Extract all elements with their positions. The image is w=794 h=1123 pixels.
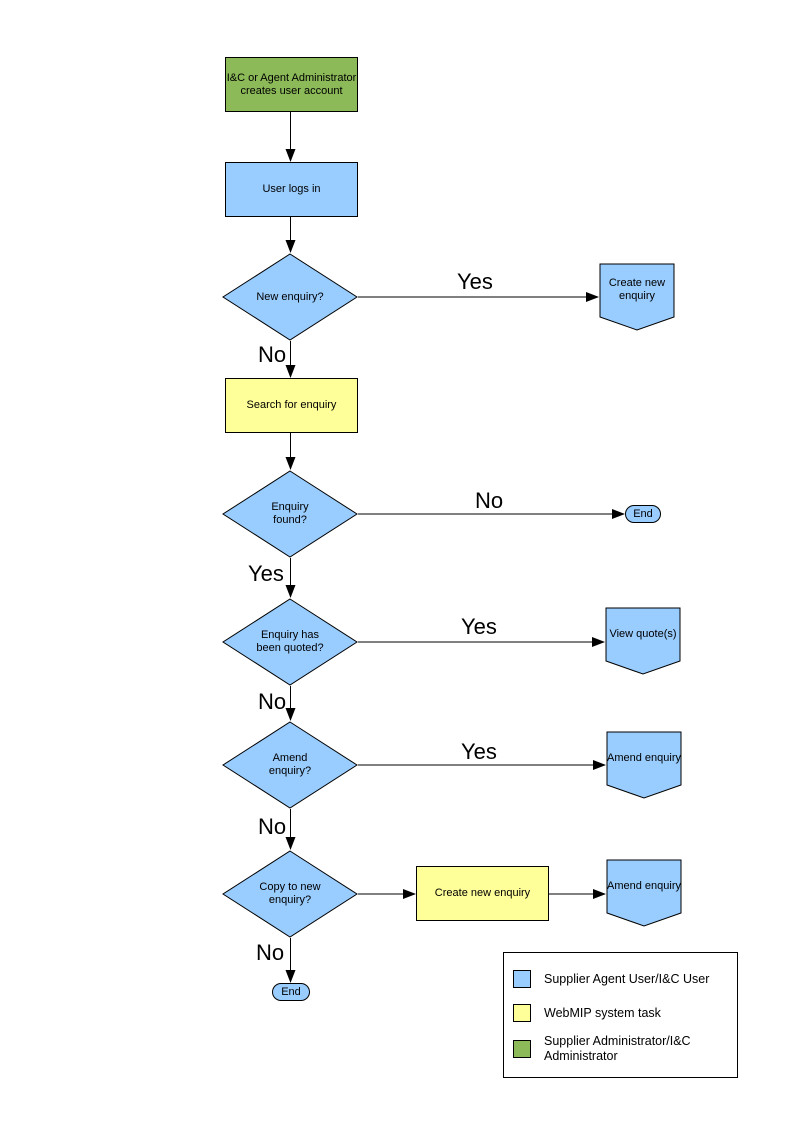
- edge-label-new-enquiry-no: No: [258, 342, 287, 367]
- decision-copy-to-new-enquiry: Copy to new enquiry?: [222, 850, 358, 938]
- task-search-for-enquiry: Search for enquiry: [225, 378, 358, 433]
- offpage-amend-enquiry-1: Amend enquiry: [606, 731, 682, 799]
- offpage-view-quotes: View quote(s): [605, 607, 681, 675]
- edge-label-enquiry-found-yes: Yes: [248, 561, 284, 586]
- legend-label-user: Supplier Agent User/I&C User: [544, 971, 710, 986]
- legend-label-system: WebMIP system task: [544, 1005, 661, 1020]
- edge-label-quoted-yes: Yes: [461, 614, 497, 639]
- terminator-end-final-label: End: [281, 985, 301, 998]
- legend-swatch-user: [513, 970, 531, 988]
- offpage-amend-enquiry-2: Amend enquiry: [606, 859, 682, 927]
- decision-amend-enquiry: Amend enquiry?: [222, 721, 358, 809]
- edge-label-quoted-no: No: [258, 689, 287, 714]
- decision-enquiry-quoted-label: Enquiry has been quoted?: [256, 629, 324, 654]
- offpage-view-quotes-label: View quote(s): [609, 627, 677, 640]
- process-admin-creates-account-label: I&C or Agent Administrator creates user …: [226, 71, 357, 97]
- process-admin-creates-account: I&C or Agent Administrator creates user …: [225, 57, 358, 112]
- offpage-amend-enquiry-1-label: Amend enquiry: [607, 751, 681, 764]
- legend: Supplier Agent User/I&C User WebMIP syst…: [503, 952, 738, 1078]
- edge-label-copy-no: No: [256, 940, 285, 965]
- process-user-logs-in: User logs in: [225, 162, 358, 217]
- task-create-new-enquiry: Create new enquiry: [416, 866, 549, 921]
- terminator-end-not-found-label: End: [633, 507, 653, 520]
- offpage-create-new-enquiry-label: Create new enquiry: [608, 277, 666, 302]
- legend-swatch-system: [513, 1004, 531, 1022]
- pentagon-shape: [606, 731, 682, 799]
- pentagon-shape: [605, 607, 681, 675]
- diamond-shape: [222, 253, 358, 341]
- legend-item-system: WebMIP system task: [513, 1004, 731, 1022]
- decision-copy-to-new-enquiry-label: Copy to new enquiry?: [259, 881, 321, 906]
- terminator-end-final: End: [272, 983, 310, 1001]
- offpage-create-new-enquiry: Create new enquiry: [599, 263, 675, 331]
- task-search-for-enquiry-label: Search for enquiry: [246, 399, 337, 412]
- edge-label-amend-no: No: [258, 814, 287, 839]
- edge-label-amend-yes: Yes: [461, 739, 497, 764]
- decision-new-enquiry-label: New enquiry?: [256, 290, 324, 303]
- decision-new-enquiry: New enquiry?: [222, 253, 358, 341]
- legend-label-admin: Supplier Administrator/I&C Administrator: [544, 1034, 691, 1063]
- terminator-end-not-found: End: [625, 505, 661, 523]
- edge-label-enquiry-found-no: No: [475, 488, 504, 513]
- decision-enquiry-found: Enquiry found?: [222, 470, 358, 558]
- diamond-shape: [222, 721, 358, 809]
- decision-enquiry-quoted: Enquiry has been quoted?: [222, 598, 358, 686]
- diamond-shape: [222, 598, 358, 686]
- process-user-logs-in-label: User logs in: [262, 183, 321, 196]
- legend-item-user: Supplier Agent User/I&C User: [513, 970, 731, 988]
- offpage-amend-enquiry-2-label: Amend enquiry: [607, 879, 681, 892]
- pentagon-shape: [606, 859, 682, 927]
- diamond-shape: [222, 850, 358, 938]
- pentagon-shape: [599, 263, 675, 331]
- decision-amend-enquiry-label: Amend enquiry?: [268, 752, 312, 777]
- edge-label-new-enquiry-yes: Yes: [457, 269, 493, 294]
- legend-item-admin: Supplier Administrator/I&C Administrator: [513, 1034, 731, 1064]
- legend-swatch-admin: [513, 1039, 531, 1058]
- decision-enquiry-found-label: Enquiry found?: [271, 501, 309, 526]
- diamond-shape: [222, 470, 358, 558]
- task-create-new-enquiry-label: Create new enquiry: [434, 887, 531, 900]
